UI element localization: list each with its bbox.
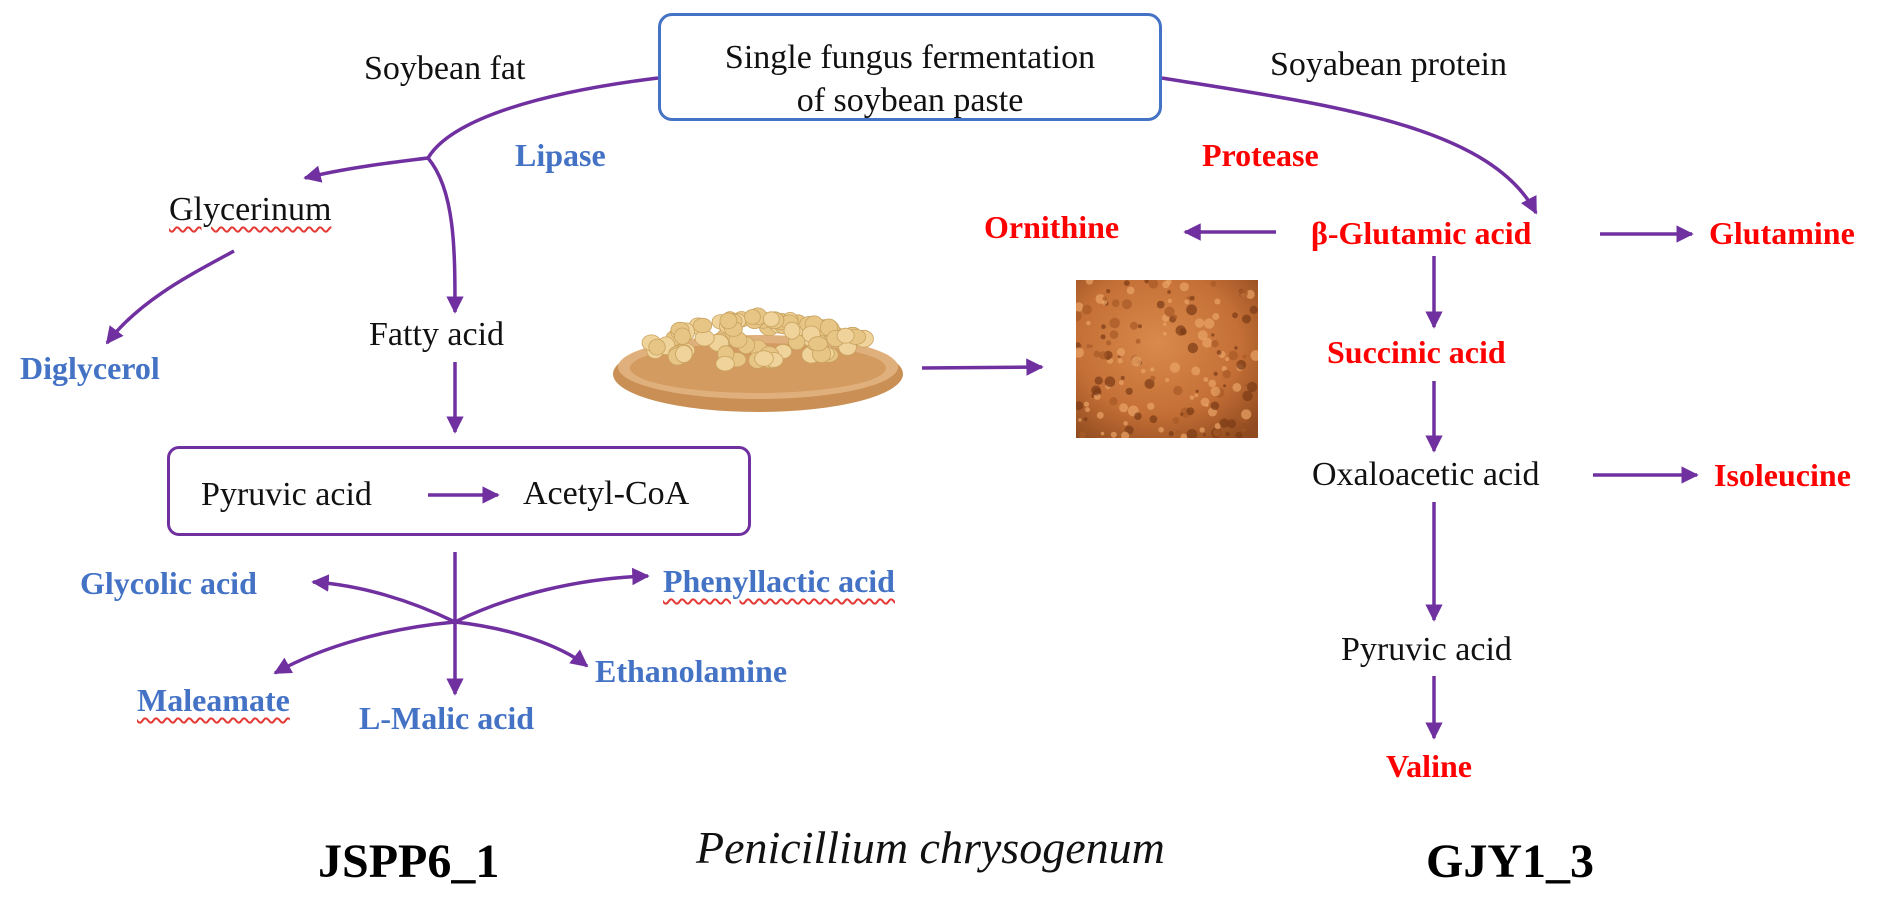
isoleucine-label: Isoleucine xyxy=(1714,457,1851,493)
species-label: Penicillium chrysogenum xyxy=(696,822,1165,873)
soybean-bowl-image xyxy=(613,307,903,412)
pyruvic-acetyl-box xyxy=(167,446,751,536)
lipase-label: Lipase xyxy=(515,137,606,173)
arrow-to-maleamate xyxy=(273,620,456,675)
strain-right-label: GJY1_3 xyxy=(1426,835,1594,888)
strain-left-label: JSPP6_1 xyxy=(318,835,500,888)
arrow-glycerinum-to-diglycerol xyxy=(105,249,235,345)
arrow-to-glycolic-acid xyxy=(311,574,456,624)
soyabean-protein-label: Soyabean protein xyxy=(1270,46,1507,83)
fermentation-box-line1: Single fungus fermentation xyxy=(724,39,1096,76)
glycerinum-label: Glycerinum xyxy=(169,191,332,228)
fermentation-box-title: Single fungus fermentation of soybean pa… xyxy=(661,36,1159,122)
glutamine-label: Glutamine xyxy=(1709,215,1855,251)
arrow-fat-to-glycerinum xyxy=(303,156,429,183)
fermentation-box: Single fungus fermentation of soybean pa… xyxy=(658,13,1162,121)
glycolic-acid-label: Glycolic acid xyxy=(80,565,257,601)
oxaloacetic-acid-label: Oxaloacetic acid xyxy=(1312,456,1540,493)
arrow-soybean-to-paste xyxy=(921,358,1044,376)
acetyl-coa-label: Acetyl-CoA xyxy=(523,475,690,512)
diglycerol-label: Diglycerol xyxy=(20,350,160,386)
phenyllactic-acid-label: Phenyllactic acid xyxy=(663,563,895,599)
arrow-box-to-protein xyxy=(1161,76,1538,215)
pyruvic-acid-label: Pyruvic acid xyxy=(201,476,372,513)
soybean-fat-label: Soybean fat xyxy=(364,50,526,87)
ethanolamine-label: Ethanolamine xyxy=(595,653,788,689)
succinic-acid-label: Succinic acid xyxy=(1327,334,1506,370)
pyruvic-acid-right-label: Pyruvic acid xyxy=(1341,631,1512,668)
soybean-paste-image xyxy=(1076,280,1258,438)
protease-label: Protease xyxy=(1202,137,1319,173)
arrow-fat-to-fatty-acid xyxy=(426,156,464,314)
fermentation-box-line2: of soybean paste xyxy=(796,82,1024,119)
beta-glutamic-acid-label: β-Glutamic acid xyxy=(1311,215,1532,251)
fatty-acid-label: Fatty acid xyxy=(369,316,505,353)
arrow-to-ethanolamine xyxy=(454,620,589,668)
ornithine-label: Ornithine xyxy=(984,209,1120,245)
arrow-to-phenyllactic-acid xyxy=(454,567,650,624)
arrow-box-to-fat xyxy=(426,76,659,159)
valine-label: Valine xyxy=(1386,748,1472,784)
maleamate-label: Maleamate xyxy=(137,682,290,718)
l-malic-acid-label: L-Malic acid xyxy=(359,700,535,736)
